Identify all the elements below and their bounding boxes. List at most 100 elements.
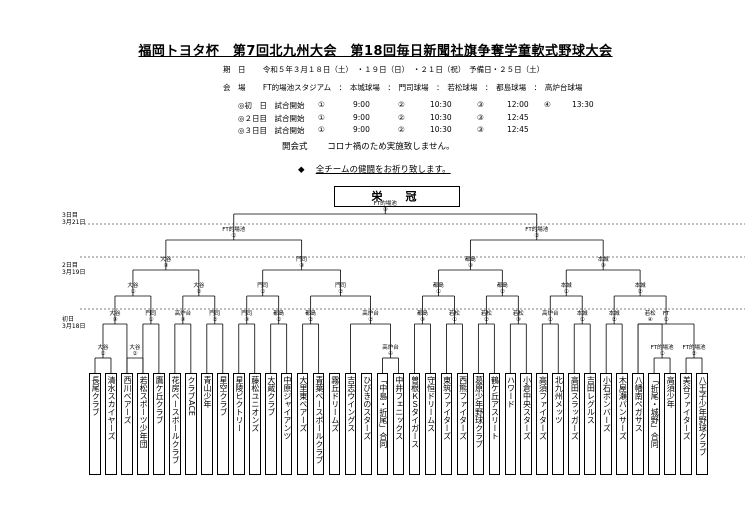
team-name: 小倉中央スターズ bbox=[522, 376, 532, 440]
game-number: ② bbox=[637, 289, 643, 295]
team-name: 大蔵クラブ bbox=[266, 376, 276, 416]
schedule-slot: ③ bbox=[477, 112, 484, 122]
game-venue: FT的場池 bbox=[222, 227, 246, 233]
game-number: ③ bbox=[600, 263, 606, 269]
ceremony-text: コロナ禍のため実施致しません。 bbox=[327, 142, 455, 152]
ceremony-row: 開会式 コロナ禍のため実施致しません。 bbox=[282, 140, 454, 152]
schedule-time: 9:00 bbox=[353, 125, 370, 134]
game-venue: FT的場池 bbox=[525, 227, 549, 233]
team-box: 葛原少年野球クラブ bbox=[472, 373, 485, 475]
game-number: ② bbox=[132, 351, 138, 357]
team-box: 中井フェニックス bbox=[392, 373, 405, 475]
team-name: ひびきのスターズ bbox=[362, 376, 372, 440]
team-box: 高須ファイターズ bbox=[536, 373, 549, 475]
game-number: ③ bbox=[299, 263, 305, 269]
game-venue: 高炉台 bbox=[362, 311, 379, 317]
game-number: ② bbox=[308, 317, 314, 323]
game-venue: 門司 bbox=[335, 283, 347, 289]
schedule-time: 12:45 bbox=[507, 125, 529, 134]
game-venue: 大谷 bbox=[160, 257, 172, 263]
game-venue: 高炉台 bbox=[541, 311, 559, 317]
game-venue: 本城 bbox=[560, 283, 572, 289]
game-number: ② bbox=[499, 289, 505, 295]
team-name: ハワード bbox=[506, 376, 516, 408]
schedule-time: 13:30 bbox=[572, 100, 594, 109]
team-name: 吉田レグルス bbox=[586, 376, 596, 424]
game-number: ① bbox=[659, 351, 665, 357]
team-box: 吉志ウイングス bbox=[344, 373, 357, 475]
game-number: ③ bbox=[163, 263, 169, 269]
game-number: ④ bbox=[388, 351, 393, 357]
team-name: 守恒ドリームス bbox=[426, 376, 436, 432]
game-number: ③ bbox=[419, 317, 425, 323]
team-box: 「折尾・城野」合同 bbox=[648, 373, 660, 475]
game-venue: 都島 bbox=[464, 257, 476, 263]
game-venue: 大谷 bbox=[127, 283, 139, 289]
game-number: ① bbox=[231, 233, 237, 239]
game-venue: 高炉台 bbox=[174, 311, 192, 317]
schedule-slot: ② bbox=[398, 100, 405, 109]
team-box: 青葉ベースボールクラブ bbox=[312, 373, 325, 475]
schedule-slot: ① bbox=[318, 125, 325, 134]
schedule-time: 12:45 bbox=[507, 112, 529, 122]
game-number: ① bbox=[563, 289, 569, 295]
schedule-day: ◎３日目 試合開始 bbox=[238, 126, 305, 135]
dates-row: 期 日 令和５年３月１８日（土） ・１９日（日） ・２１日（祝） 予備日・２５日… bbox=[223, 64, 544, 75]
team-box: 木屋瀬パンサーズ bbox=[616, 373, 628, 475]
game-number: ① bbox=[148, 317, 154, 323]
game-venue: FT的場池 bbox=[682, 345, 706, 351]
team-box: クラブACE bbox=[185, 373, 197, 475]
team-name: 北九州メッツ bbox=[554, 376, 564, 424]
day-date: 3月18日 bbox=[62, 323, 86, 330]
game-venue: 都島 bbox=[416, 311, 428, 317]
schedule-time: 10:30 bbox=[430, 112, 452, 122]
game-venue: 大谷 bbox=[97, 345, 109, 351]
game-number: ① bbox=[435, 289, 441, 295]
team-box: 若松スポーツ少年団 bbox=[137, 373, 149, 475]
team-name: 西熊ファイターズ bbox=[458, 376, 468, 440]
game-number: ② bbox=[483, 317, 489, 323]
game-venue: 都島 bbox=[432, 283, 444, 289]
game-number: ③ bbox=[515, 317, 521, 323]
team-box: 東筑ファイターズ bbox=[440, 373, 453, 475]
team-name: 星空クラブ bbox=[218, 376, 228, 416]
game-venue: 本城 bbox=[597, 257, 609, 263]
team-box: 鶴ケ丘アスリート bbox=[488, 373, 501, 475]
team-box: 星空クラブ bbox=[216, 373, 229, 475]
game-number: ① bbox=[663, 317, 669, 323]
pray-text: 全チームの健闘をお祈り致します。 bbox=[315, 165, 451, 175]
team-box: 美谷ファイターズ bbox=[680, 373, 692, 475]
team-box: 中原ジャイアンツ bbox=[280, 373, 293, 475]
team-box: 星陵ビクトリー bbox=[232, 373, 245, 475]
game-venue: 門司 bbox=[145, 311, 157, 317]
team-name: 清水スカイヤーズ bbox=[107, 376, 117, 440]
day-date: 3月21日 bbox=[62, 219, 86, 226]
schedule-slot: ② bbox=[398, 125, 405, 134]
game-venue: FT的場池 bbox=[373, 201, 397, 207]
team-name: 八幡南ペガサス bbox=[634, 376, 644, 432]
day-number: 2日目 bbox=[62, 262, 78, 269]
team-name: 花房ベースボールクラブ bbox=[171, 376, 181, 464]
team-name: 木屋瀬パンサーズ bbox=[618, 376, 628, 440]
pray-row: ◆ 全チームの健闘をお祈り致します。 bbox=[298, 163, 451, 175]
day-date: 3月19日 bbox=[62, 269, 86, 276]
schedule-slot: ④ bbox=[544, 100, 551, 109]
team-box: 藤松ユニオンズ bbox=[248, 373, 261, 475]
team-name: 「折尾・城野」合同 bbox=[650, 376, 660, 448]
page-title: 福岡トヨタ杯 第7回北九州大会 第18回毎日新聞社旗争奪学童軟式野球大会 bbox=[138, 44, 613, 59]
venue-value: FT的場池スタジアム ： 本城球場 ： 門司球場 ： 若松球場 ： 都島球場 ：… bbox=[262, 83, 583, 92]
game-number: ① bbox=[276, 317, 282, 323]
